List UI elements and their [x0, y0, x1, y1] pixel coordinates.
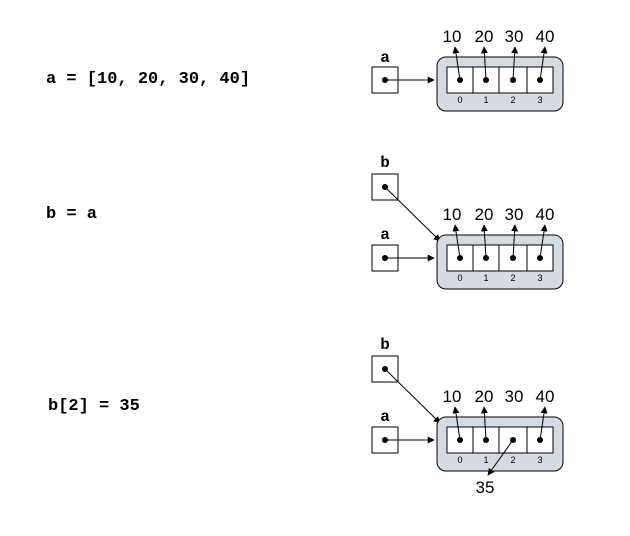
elem-arrow-3: [539, 406, 548, 441]
elem-arrow-3: [539, 46, 548, 81]
list-index-1: 1: [483, 95, 488, 105]
list-index-2: 2: [510, 455, 515, 465]
list-index-3: 3: [537, 273, 542, 283]
panel-2: b = a b a 0 1 2 3 10 20 30 40: [46, 154, 564, 290]
list-index-0: 0: [457, 273, 462, 283]
value-2: 30: [505, 205, 524, 224]
var-label-b: b: [380, 336, 390, 354]
list-index-0: 0: [457, 95, 462, 105]
elem-arrow-0: [452, 224, 461, 259]
value-0: 10: [443, 205, 462, 224]
panel-1: a = [10, 20, 30, 40] a 0 1 2 3 10 20 30 …: [46, 27, 564, 112]
list-index-1: 1: [483, 455, 488, 465]
value-3: 40: [536, 27, 555, 46]
list-index-2: 2: [510, 273, 515, 283]
elem-arrow-2: [511, 224, 519, 259]
list-index-0: 0: [457, 455, 462, 465]
elem-arrow-1: [480, 406, 488, 441]
value-1: 20: [475, 27, 494, 46]
panel-3: b[2] = 35 b a 0 1 2 3 10 20 30 40 35: [48, 336, 564, 497]
value-0: 10: [443, 27, 462, 46]
var-label-b: b: [380, 154, 390, 172]
new-value: 35: [476, 478, 495, 497]
elem-arrow-2: [511, 46, 519, 81]
list-index-3: 3: [537, 95, 542, 105]
value-1: 20: [475, 205, 494, 224]
var-label-a: a: [380, 226, 390, 244]
ref-arrow-b: [384, 368, 441, 424]
elem-arrow-3: [539, 224, 548, 259]
list-index-3: 3: [537, 455, 542, 465]
list-index-1: 1: [483, 273, 488, 283]
value-2: 30: [505, 27, 524, 46]
list-index-2: 2: [510, 95, 515, 105]
value-2: 30: [505, 387, 524, 406]
code-line-2: b = a: [46, 205, 97, 224]
code-line-1: a = [10, 20, 30, 40]: [46, 70, 250, 89]
elem-arrow-0: [452, 46, 461, 81]
value-3: 40: [536, 205, 555, 224]
elem-arrow-1: [480, 46, 488, 81]
elem-arrow-2-reassigned: [487, 439, 514, 476]
elem-arrow-0: [452, 406, 461, 441]
value-1: 20: [475, 387, 494, 406]
elem-arrow-1: [480, 224, 488, 259]
value-3: 40: [536, 387, 555, 406]
ref-arrow-b: [384, 186, 441, 242]
var-label-a: a: [380, 408, 390, 426]
value-0: 10: [443, 387, 462, 406]
code-line-3: b[2] = 35: [48, 397, 140, 416]
var-label-a: a: [380, 49, 390, 67]
